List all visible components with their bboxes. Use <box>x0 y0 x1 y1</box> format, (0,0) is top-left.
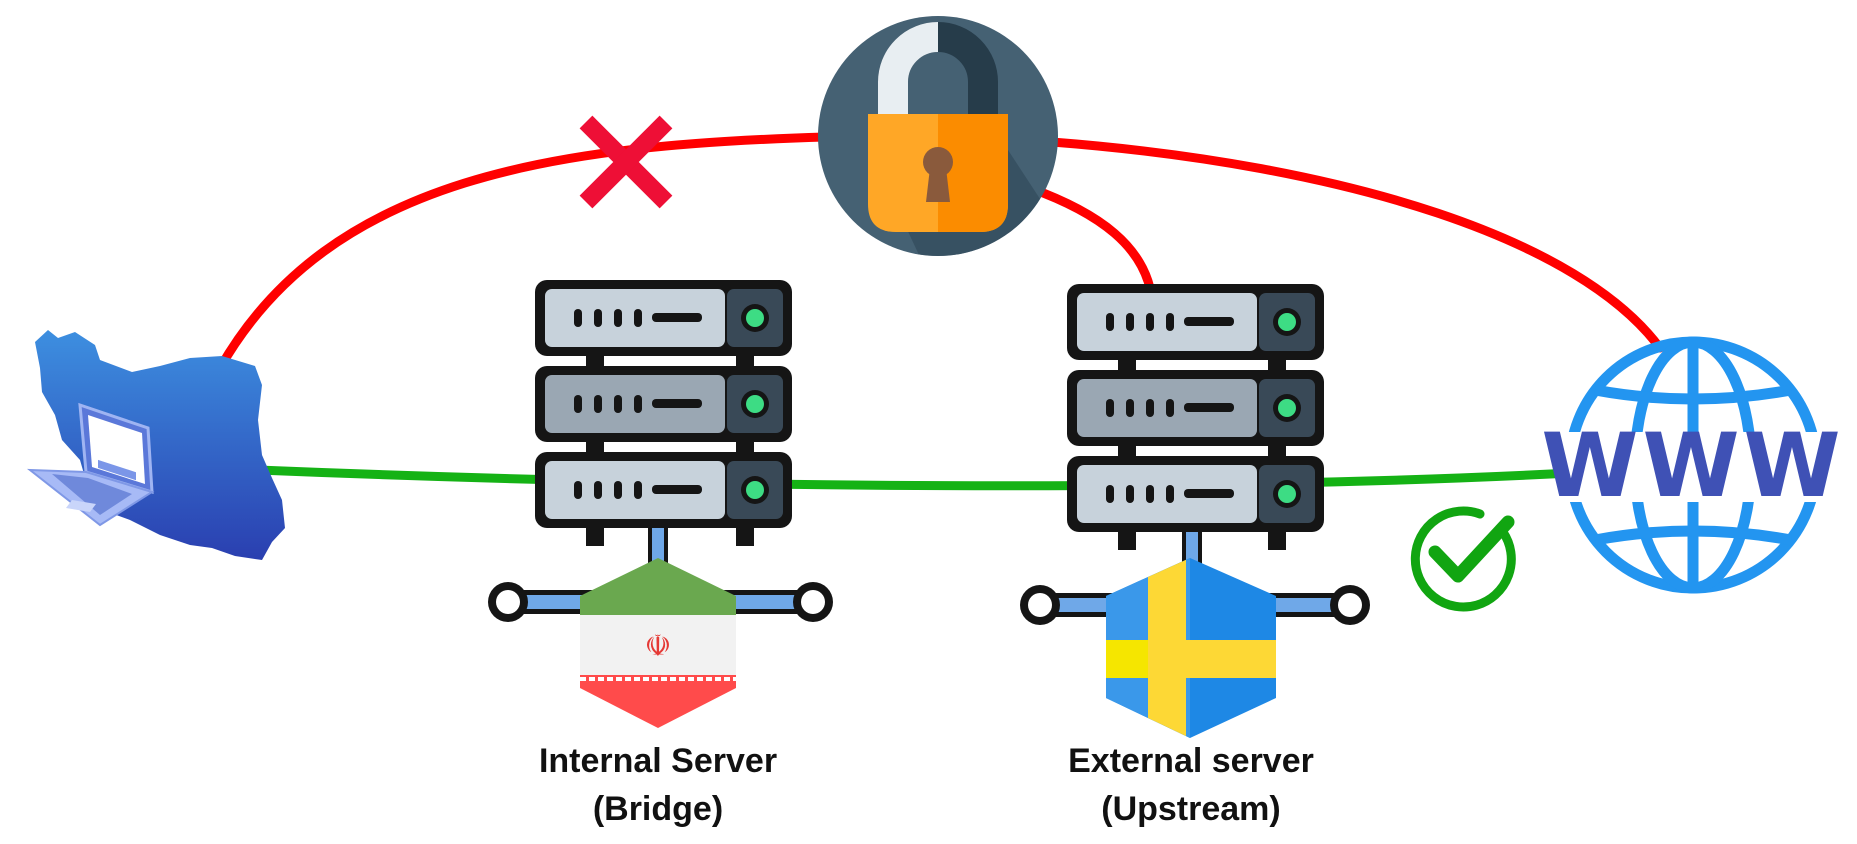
blocked-route-left <box>215 132 830 373</box>
sweden-flag-icon <box>1106 558 1276 738</box>
allowed-check-icon <box>1410 506 1516 612</box>
server-unit <box>535 366 792 442</box>
blocked-route-right <box>1047 137 1665 353</box>
iran-map-icon <box>35 330 285 560</box>
laptop-icon <box>26 402 155 527</box>
allowed-route <box>253 465 1595 491</box>
iran-flag-icon: ☫ <box>580 558 736 728</box>
internal-server-label: Internal Server (Bridge) <box>478 737 838 833</box>
blocked-x-icon <box>579 115 673 209</box>
server-unit <box>1067 456 1324 532</box>
server-unit <box>1067 370 1324 446</box>
server-unit <box>535 452 792 528</box>
padlock-icon <box>818 16 1058 256</box>
internal-server-title: Internal Server <box>538 742 778 780</box>
server-unit <box>535 280 792 356</box>
server-unit <box>1067 284 1324 360</box>
external-server-title: External server <box>1068 742 1314 780</box>
lock-to-external-route <box>1025 183 1155 293</box>
external-server-subtitle: (Upstream) <box>1101 790 1281 828</box>
www-text: WWW <box>1541 414 1844 517</box>
iran-user-icon <box>26 330 285 560</box>
internal-server-subtitle: (Bridge) <box>592 790 724 828</box>
www-globe-icon: WWW <box>1541 336 1844 594</box>
blocked-route <box>215 132 1665 373</box>
external-server-icon <box>1020 284 1370 738</box>
svg-text:☫: ☫ <box>645 629 672 664</box>
external-server-label: External server (Upstream) <box>1011 737 1371 833</box>
internal-server-icon: ☫ <box>488 280 833 728</box>
